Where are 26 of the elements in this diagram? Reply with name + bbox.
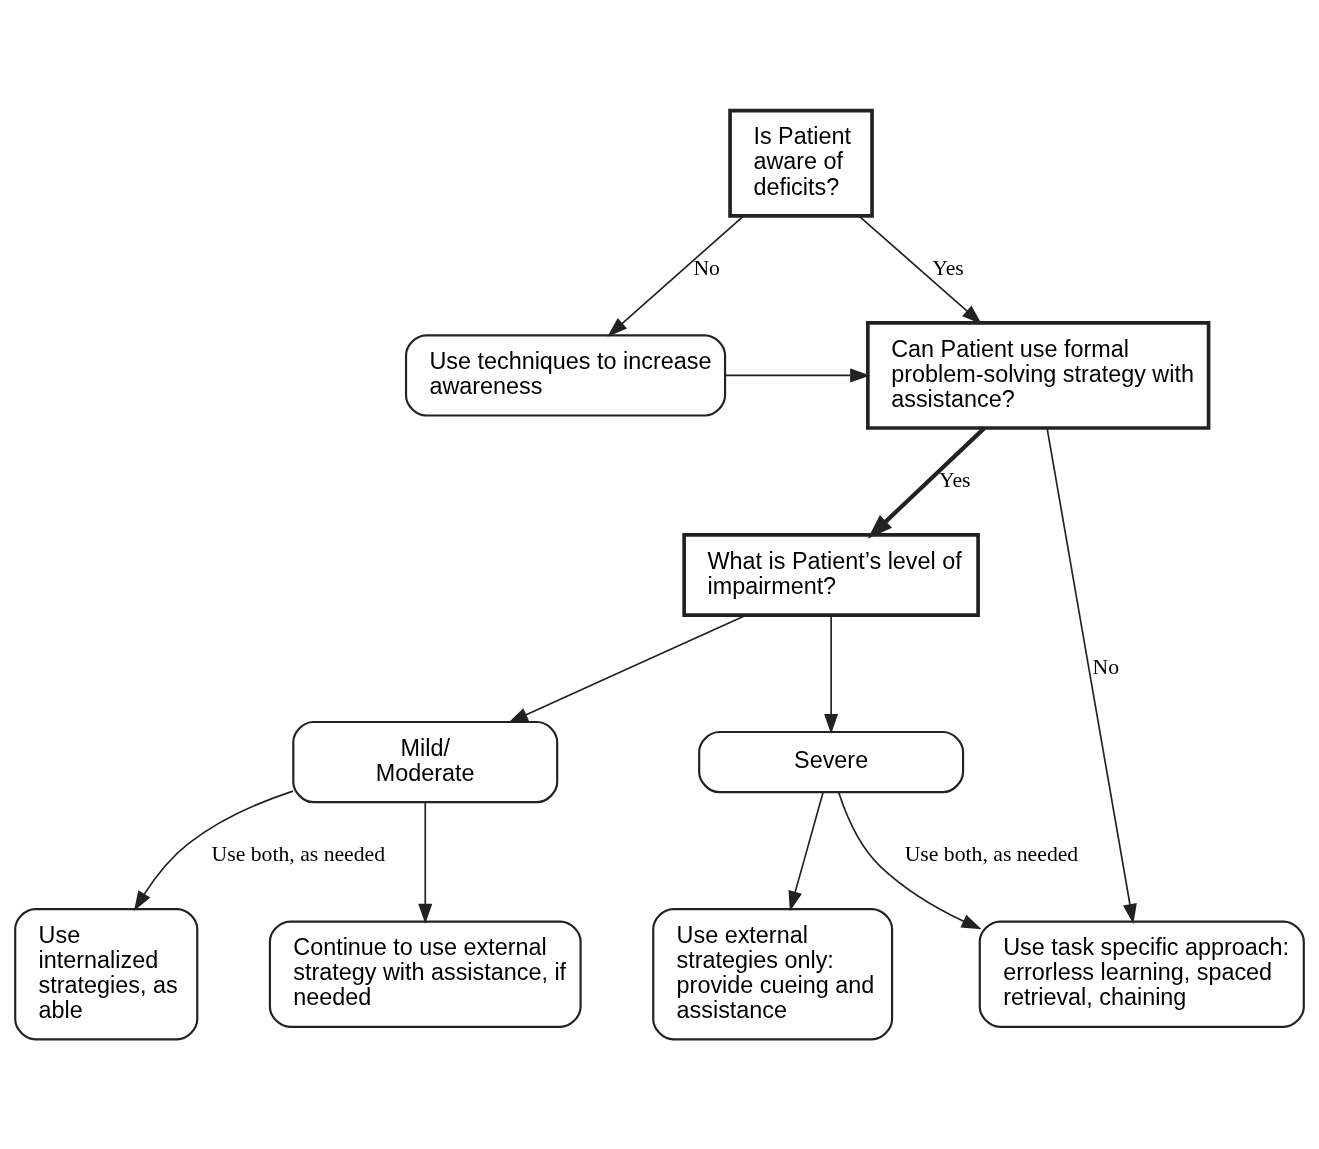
arrow <box>1046 427 1137 924</box>
node-box: What is Patient’s level of impairment? <box>682 532 980 617</box>
arrow <box>607 214 745 337</box>
arrow <box>418 801 433 924</box>
arrow <box>867 426 986 539</box>
node-box: Continue to use external strategy with assistance, if needed <box>268 920 582 1028</box>
arrow <box>788 791 824 911</box>
arrow <box>507 613 747 723</box>
node-box: Severe <box>698 730 965 793</box>
node-box: Is Patient aware of deficits? <box>728 108 874 218</box>
node-box: Use internalized strategies, as able <box>14 907 199 1040</box>
arrow <box>133 789 294 911</box>
edge-label: No <box>1092 654 1120 679</box>
edge-label: Use both, as needed <box>211 841 386 866</box>
edge-label: No <box>693 255 720 280</box>
edge-label: Use both, as needed <box>904 841 1079 866</box>
arrow <box>724 367 871 382</box>
node-box: Use external strategies only: provide cueing and assistance <box>652 907 894 1040</box>
edge-label: Yes <box>932 255 964 280</box>
node-box: Mild/ Moderate <box>292 720 559 803</box>
node-box: Use task specific approach: errorless learning, spaced retrieval, chaining <box>978 920 1305 1028</box>
node-box: Can Patient use formal problem-solving strategy with assistance? <box>866 320 1211 430</box>
node-box: Use techniques to increase awareness <box>404 333 727 417</box>
edge-label: Yes <box>938 467 971 492</box>
arrow <box>858 214 982 324</box>
arrow <box>837 790 982 929</box>
